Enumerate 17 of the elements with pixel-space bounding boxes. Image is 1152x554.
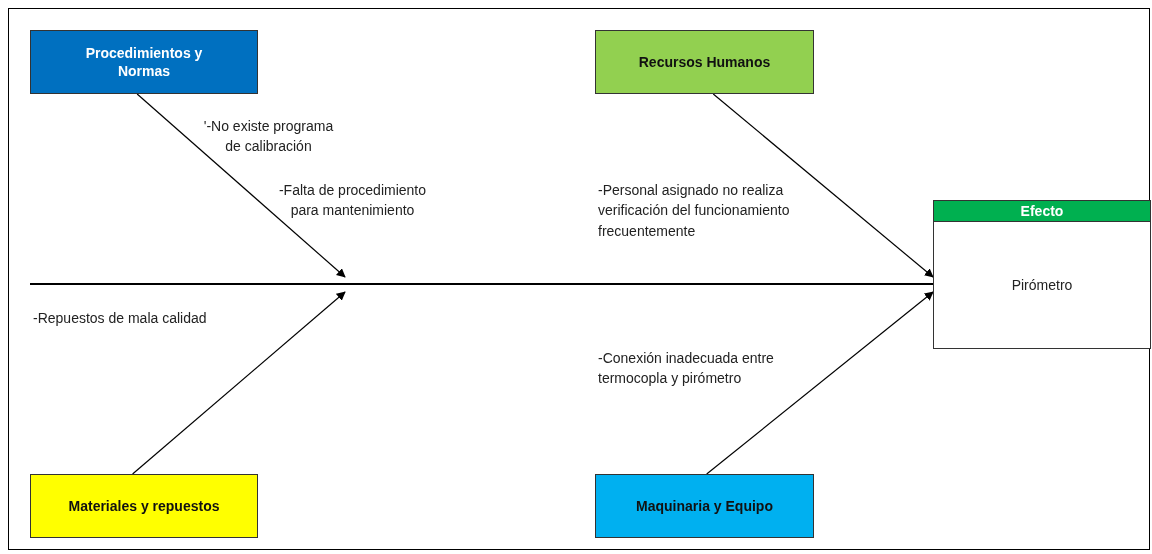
cause-category-box: Recursos Humanos bbox=[595, 30, 814, 94]
effect-text: Pirómetro bbox=[1011, 277, 1073, 293]
cause-category-box: Procedimientos y Normas bbox=[30, 30, 258, 94]
effect-box bbox=[933, 200, 1151, 349]
arrow bbox=[132, 291, 346, 475]
cause-note: -Personal asignado no realiza verificación del funcionamiento frecuentemente bbox=[598, 181, 791, 241]
cause-note: -Falta de procedimiento para mantenimiento bbox=[277, 181, 428, 221]
arrow bbox=[136, 93, 346, 278]
spine-line bbox=[29, 283, 934, 285]
cause-category-box: Maquinaria y Equipo bbox=[595, 474, 814, 538]
arrow bbox=[712, 93, 934, 278]
effect-header: Efecto bbox=[934, 201, 1150, 222]
arrow bbox=[706, 291, 934, 475]
cause-note: '-No existe programa de calibración bbox=[202, 117, 335, 157]
cause-category-box: Materiales y repuestos bbox=[30, 474, 258, 538]
cause-note: -Conexión inadecuada entre termocopla y pirómetro bbox=[598, 349, 775, 389]
cause-note: -Repuestos de mala calidad bbox=[33, 309, 208, 328]
